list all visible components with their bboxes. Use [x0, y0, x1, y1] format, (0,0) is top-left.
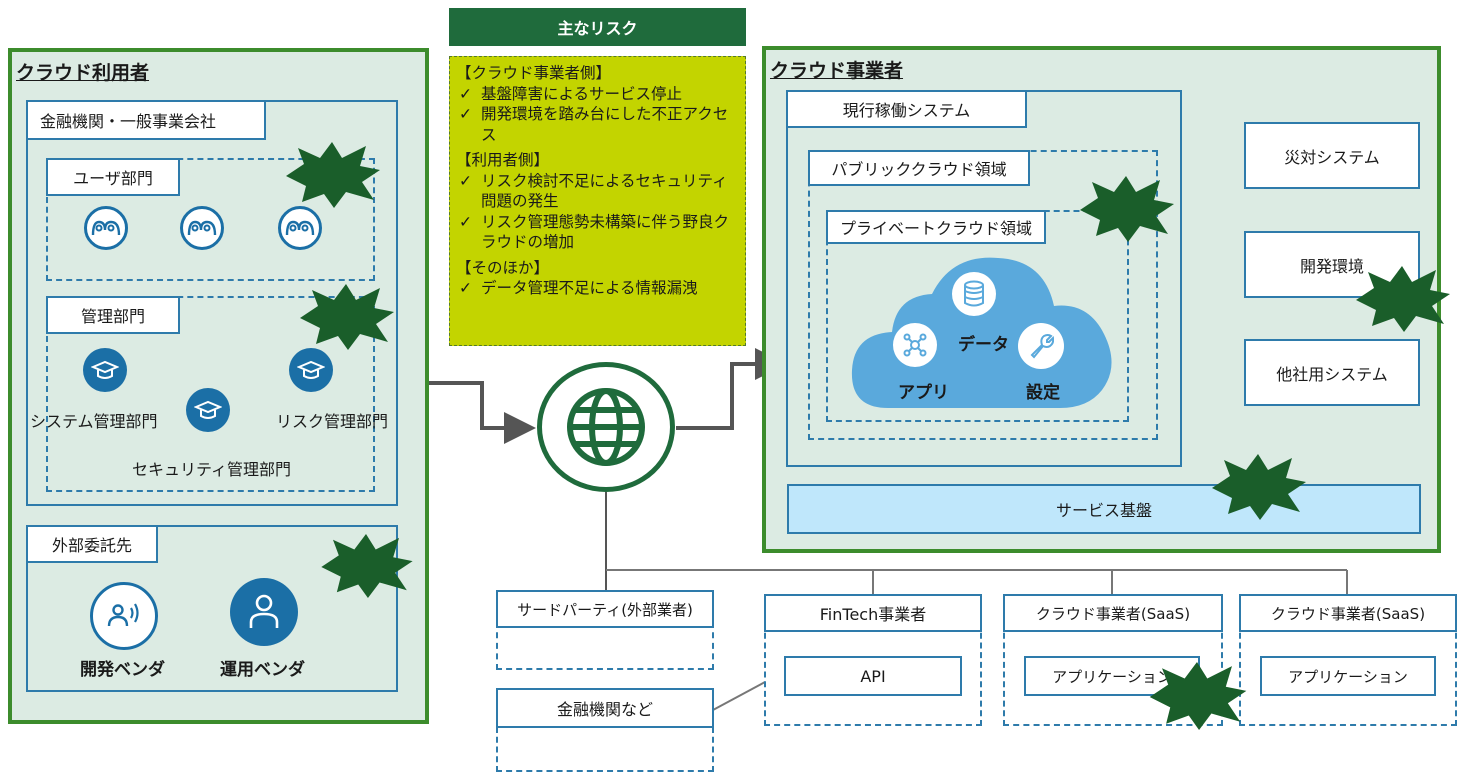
third-party-label: サードパーティ(外部業者): [496, 590, 714, 628]
globe-icon: [537, 362, 675, 492]
settings-label: 設定: [1026, 383, 1060, 403]
risk-item: リスク検討不足によるセキュリティ問題の発生: [481, 171, 728, 211]
burst-icon: [321, 533, 413, 599]
outsource-box: [26, 525, 398, 692]
cloud-user-title: クラウド利用者: [16, 62, 150, 84]
network-icon: [893, 323, 937, 367]
current-system-label: 現行稼働システム: [786, 90, 1027, 128]
risk-item: 開発環境を踏み台にした不正アクセス: [481, 105, 729, 144]
fintech-label: FinTech事業者: [764, 594, 982, 632]
saas1-app-box: アプリケーション: [1024, 656, 1200, 696]
dr-system-box: 災対システム: [1244, 122, 1420, 189]
other-system-box: 他社用システム: [1244, 339, 1420, 406]
people-icon: [278, 206, 322, 250]
ops-vendor-label: 運用ベンダ: [220, 660, 305, 680]
saas1-label: クラウド事業者(SaaS): [1003, 594, 1223, 632]
saas2-label: クラウド事業者(SaaS): [1239, 594, 1457, 632]
wrench-icon: [1018, 323, 1064, 369]
risk-item: 基盤障害によるサービス停止: [481, 84, 683, 103]
outsource-label: 外部委託先: [26, 525, 158, 563]
admin-dept-box: [46, 296, 375, 492]
graduation-cap-icon: [289, 348, 333, 392]
risk-section-head: 【利用者側】: [456, 151, 550, 169]
user-to-internet-arrow: [428, 381, 536, 444]
graduation-cap-icon: [186, 388, 230, 432]
api-box: API: [784, 656, 962, 696]
people-icon: [180, 206, 224, 250]
internet-to-provider-arrow: [676, 348, 787, 430]
system-admin-label: システム管理部門: [30, 412, 158, 431]
risk-section-head: 【そのほか】: [456, 258, 550, 277]
risk-admin-label: リスク管理部門: [276, 412, 389, 431]
burst-icon: [300, 284, 394, 350]
data-label: データ: [958, 335, 1009, 355]
fintech-link-line: [712, 681, 766, 711]
risk-item: データ管理不足による情報漏洩: [481, 279, 698, 297]
risk-panel-body: 【クラウド事業者側】 ✓基盤障害によるサービス停止 ✓開発環境を踏み台にした不正…: [449, 56, 746, 346]
burst-icon: [1149, 662, 1247, 730]
burst-icon: [1212, 454, 1306, 520]
database-icon: [952, 272, 996, 316]
risk-panel-title: 主なリスク: [449, 8, 746, 46]
security-admin-label: セキュリティ管理部門: [132, 460, 292, 479]
user-dept-label: ユーザ部門: [46, 158, 180, 196]
broadcast-person-icon: [90, 582, 158, 650]
saas2-app-box: アプリケーション: [1260, 656, 1436, 696]
cloud-provider-title: クラウド事業者: [770, 60, 904, 82]
app-label: アプリ: [898, 383, 949, 403]
risk-item: リスク管理態勢未構築に伴う野良クラウドの増加: [481, 212, 730, 252]
user-dept-box: [46, 158, 375, 281]
financial-etc-label: 金融機関など: [496, 688, 714, 728]
private-cloud-label: プライベートクラウド領域: [826, 210, 1046, 244]
burst-icon: [286, 142, 380, 208]
burst-icon: [1080, 176, 1174, 242]
cloud-shape: [851, 257, 1112, 408]
graduation-cap-icon: [83, 348, 127, 392]
burst-icon: [1356, 266, 1450, 332]
person-icon: [230, 578, 298, 646]
public-cloud-label: パブリッククラウド領域: [808, 150, 1030, 186]
dev-vendor-label: 開発ベンダ: [80, 660, 165, 680]
risk-section-head: 【クラウド事業者側】: [456, 64, 612, 82]
people-icon: [84, 206, 128, 250]
admin-dept-label: 管理部門: [46, 296, 180, 334]
service-base-box: サービス基盤: [787, 484, 1421, 534]
org-label: 金融機関・一般事業会社: [26, 100, 266, 140]
